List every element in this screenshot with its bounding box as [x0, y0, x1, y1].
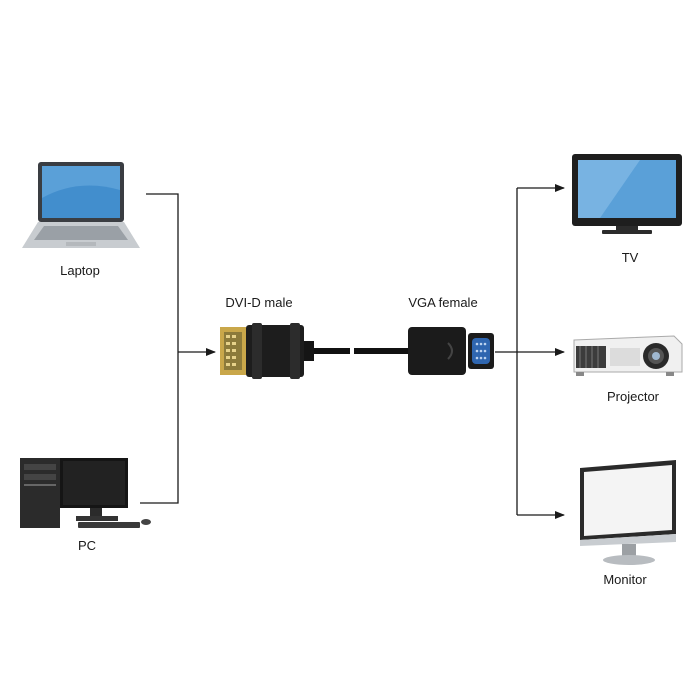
vga-adapter: [352, 323, 497, 386]
adapter-input-label: DVI-D male: [225, 295, 293, 310]
laptop-label: Laptop: [60, 263, 100, 278]
pc-label: PC: [77, 538, 97, 553]
monitor-device: [572, 458, 682, 575]
desktop-pc-icon: [20, 458, 151, 528]
vga-connector-icon: [354, 327, 494, 375]
projector-label: Projector: [606, 389, 660, 404]
projector-device: [570, 330, 685, 385]
pc-device: [18, 452, 153, 537]
laptop-link-line: [140, 193, 179, 504]
laptop-icon: [22, 162, 140, 248]
tv-device: [570, 152, 685, 242]
dvi-connector: [218, 323, 353, 386]
monitor-icon: [580, 460, 676, 565]
dvi-connector-icon: [220, 323, 350, 379]
adapter-output-label: VGA female: [408, 295, 478, 310]
monitor-label: Monitor: [603, 572, 647, 587]
projector-icon: [573, 335, 683, 376]
tv-icon: [572, 154, 682, 234]
tv-label: TV: [621, 250, 639, 265]
laptop-device: [18, 158, 148, 258]
